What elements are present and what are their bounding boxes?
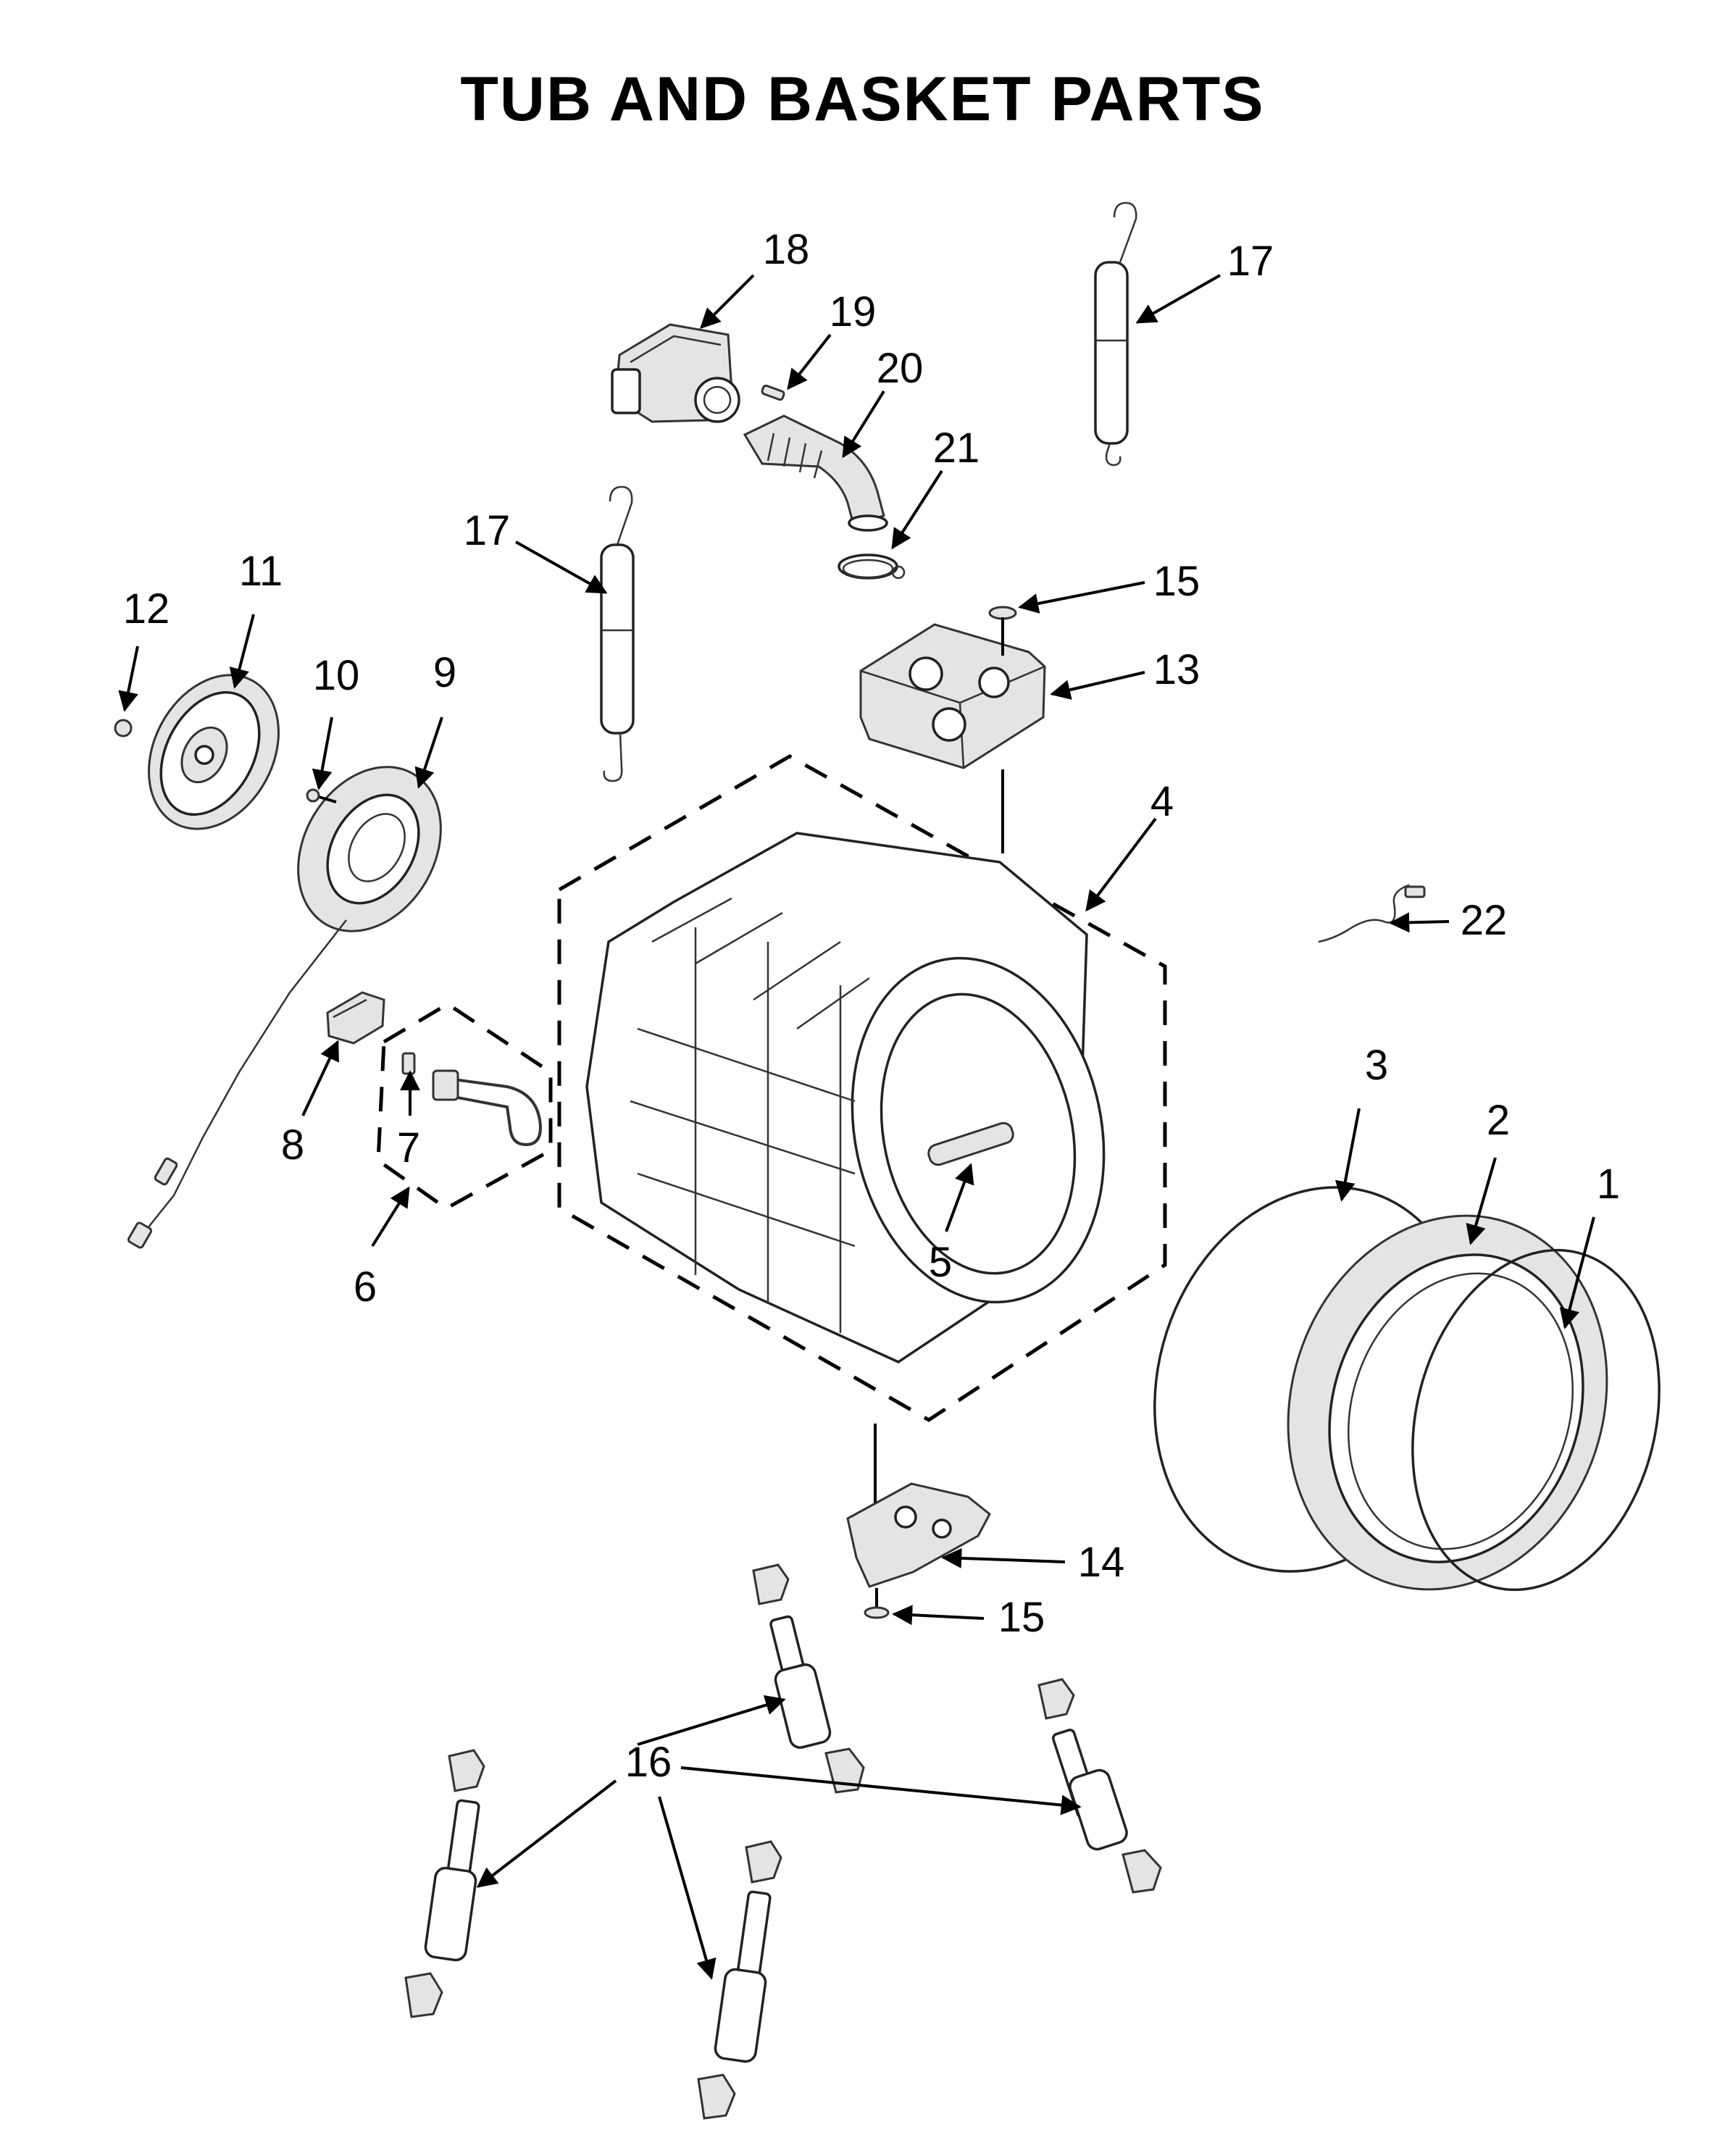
callout-7: 7 bbox=[397, 1124, 420, 1171]
diagram-title: TUB AND BASKET PARTS bbox=[460, 64, 1265, 134]
callout-18: 18 bbox=[763, 226, 810, 273]
tub-assembly-boundary bbox=[557, 754, 1167, 1422]
heater-element bbox=[432, 1069, 543, 1147]
heater-kit-boundary bbox=[376, 1002, 553, 1211]
callout-8: 8 bbox=[281, 1121, 304, 1169]
callout-12: 12 bbox=[123, 585, 170, 632]
hose-clamp bbox=[838, 553, 906, 580]
pump-screw bbox=[761, 384, 785, 401]
callout-15-top: 15 bbox=[1153, 558, 1200, 605]
leader-lines bbox=[118, 274, 1595, 1980]
callout-19: 19 bbox=[830, 288, 877, 335]
shock-absorber-2 bbox=[1037, 1678, 1162, 1894]
stator-screw bbox=[306, 788, 337, 803]
callout-15-bottom: 15 bbox=[998, 1594, 1045, 1641]
suspension-spring-left bbox=[600, 485, 635, 782]
counterweight-top bbox=[859, 623, 1046, 769]
drain-hose bbox=[743, 414, 888, 532]
callout-21: 21 bbox=[933, 425, 980, 472]
counterweight-bolt-bottom bbox=[864, 1588, 890, 1619]
callout-22: 22 bbox=[1461, 897, 1508, 944]
thermistor-wire bbox=[1318, 884, 1426, 943]
callout-2: 2 bbox=[1487, 1097, 1510, 1144]
drain-pump-housing bbox=[611, 323, 740, 423]
seal-ring-1 bbox=[1411, 1248, 1661, 1592]
door-boot-seal bbox=[1287, 1214, 1608, 1591]
motor-wire-harness bbox=[144, 919, 347, 1232]
shock-absorber-3 bbox=[404, 1749, 485, 2018]
outer-tub bbox=[585, 832, 1106, 1363]
suspension-spring-right bbox=[1094, 201, 1137, 467]
callout-14: 14 bbox=[1078, 1539, 1125, 1586]
callout-17-right: 17 bbox=[1227, 238, 1274, 285]
sensor bbox=[326, 991, 385, 1045]
rotor-nut bbox=[114, 719, 133, 738]
callout-5: 5 bbox=[929, 1239, 952, 1286]
shock-absorber-4 bbox=[697, 1840, 782, 2120]
callout-4: 4 bbox=[1150, 778, 1174, 825]
heater-screw bbox=[401, 1052, 416, 1075]
callout-9: 9 bbox=[433, 649, 456, 696]
callout-20: 20 bbox=[877, 345, 924, 392]
stator bbox=[297, 766, 442, 932]
counterweight-bolt-top bbox=[988, 606, 1017, 656]
counterweight-bottom bbox=[846, 1482, 991, 1588]
callout-6: 6 bbox=[354, 1263, 377, 1311]
callout-13: 13 bbox=[1153, 646, 1200, 693]
callout-10: 10 bbox=[313, 652, 360, 699]
rotor bbox=[148, 674, 280, 830]
callout-1: 1 bbox=[1597, 1161, 1620, 1208]
callout-11: 11 bbox=[239, 548, 283, 595]
callout-3: 3 bbox=[1365, 1042, 1388, 1089]
callout-16: 16 bbox=[625, 1739, 672, 1786]
shock-absorber-1 bbox=[752, 1563, 865, 1794]
callout-17-left: 17 bbox=[464, 507, 511, 554]
